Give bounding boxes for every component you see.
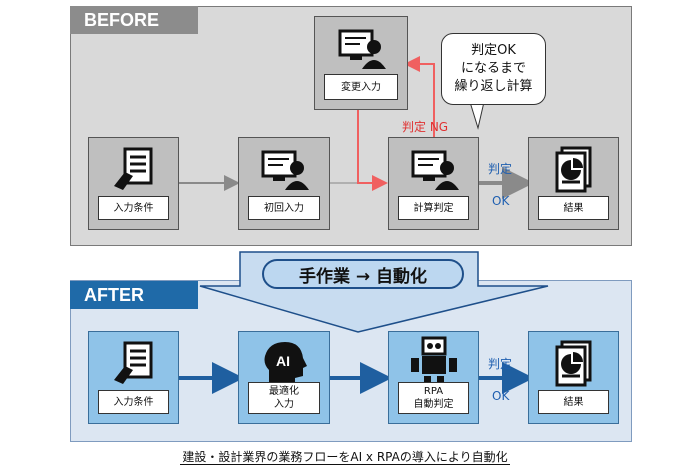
node-label: 入力条件 (98, 196, 169, 220)
node-modify-input: 変更入力 (314, 16, 408, 110)
node-label: 結果 (538, 390, 609, 414)
node-optimization-input: AI 最適化 入力 (238, 331, 330, 424)
caption: 建設・設計業界の業務フローをAI x RPAの導入により自動化 (0, 448, 690, 465)
robot-icon (389, 336, 478, 386)
node-label: 最適化 入力 (248, 382, 320, 414)
report-chart-icon (529, 146, 618, 194)
before-tag: BEFORE (70, 6, 198, 34)
after-tag: AFTER (70, 281, 198, 309)
judgment-label-after: 判定 (488, 357, 513, 371)
node-input-conditions-after: 入力条件 (88, 331, 179, 424)
node-calc-judgment: 計算判定 (388, 137, 479, 230)
ok-label-after: OK (492, 389, 510, 403)
repeat-callout: 判定OK になるまで 繰り返し計算 (441, 33, 546, 105)
report-chart-icon (529, 340, 618, 388)
arrow-modify-to-calc (357, 110, 388, 191)
node-label: RPA 自動判定 (398, 382, 469, 414)
callout-pointer (469, 101, 485, 130)
manual-to-auto-banner: 手作業 → 自動化 (262, 259, 464, 289)
node-label: 変更入力 (324, 74, 398, 100)
arrow-ng-loop (404, 56, 435, 137)
ok-label-before: OK (492, 194, 510, 208)
node-label: 初回入力 (248, 196, 320, 220)
svg-text:AI: AI (276, 353, 290, 369)
node-label: 計算判定 (398, 196, 469, 220)
node-label: 結果 (538, 196, 609, 220)
computer-user-icon (239, 146, 329, 192)
computer-user-icon (315, 25, 407, 71)
callout-text: 判定OK になるまで 繰り返し計算 (454, 43, 533, 94)
node-result-after: 結果 (528, 331, 619, 424)
judgment-label-before: 判定 (488, 162, 513, 176)
node-initial-input: 初回入力 (238, 137, 330, 230)
caption-text: 建設・設計業界の業務フローをAI x RPAの導入により自動化 (180, 450, 510, 465)
ng-label: 判定 NG (402, 120, 449, 134)
computer-user-icon (389, 146, 478, 192)
document-hand-icon (89, 146, 178, 192)
node-input-conditions-before: 入力条件 (88, 137, 179, 230)
node-rpa-judgment: RPA 自動判定 (388, 331, 479, 424)
node-result-before: 結果 (528, 137, 619, 230)
document-hand-icon (89, 340, 178, 386)
node-label: 入力条件 (98, 390, 169, 414)
ai-head-icon: AI (239, 340, 329, 386)
